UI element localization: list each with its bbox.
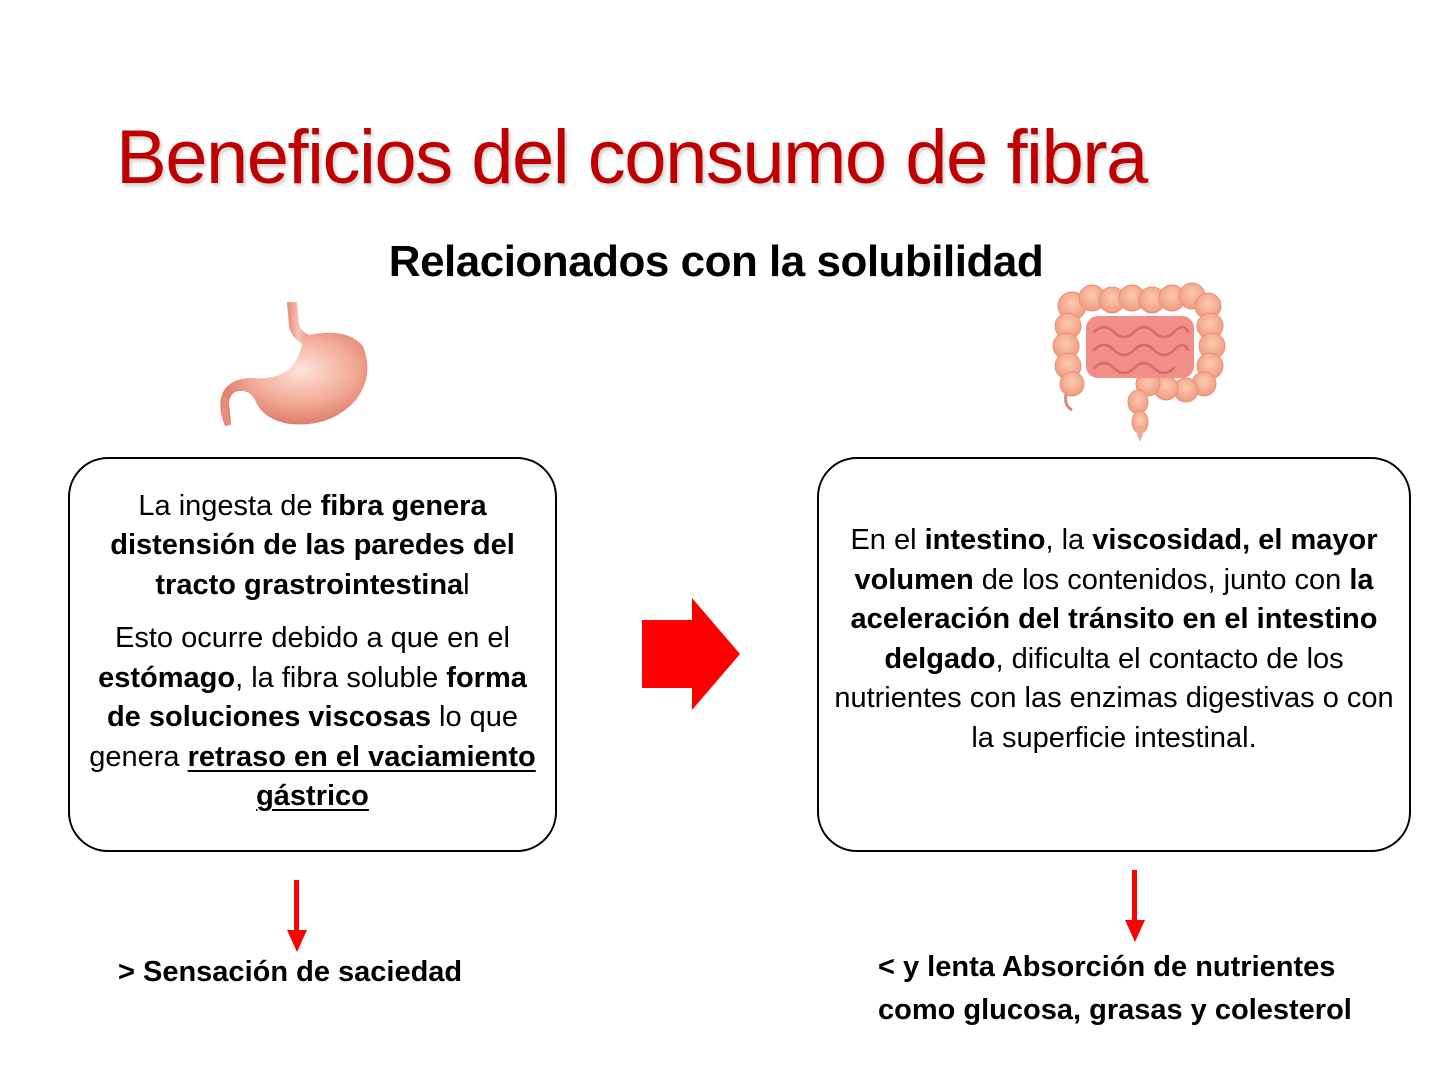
intestine-icon	[1050, 276, 1230, 446]
stomach-explanation-box: La ingesta de fibra genera distensión de…	[68, 457, 557, 852]
slide-title: Beneficios del consumo de fibra	[116, 115, 1148, 200]
slide-subtitle: Relacionados con la solubilidad	[388, 237, 1044, 286]
stomach-icon	[215, 296, 375, 436]
satiety-result: > Sensación de saciedad	[118, 956, 463, 988]
intestine-paragraph: En el intestino, la viscosidad, el mayor…	[834, 524, 1394, 754]
fiber-distension-paragraph: La ingesta de fibra genera distensión de…	[110, 489, 515, 601]
right-arrow-icon	[642, 598, 740, 710]
down-arrow-icon	[286, 880, 308, 952]
absorption-result: < y lenta Absorción de nutrientes como g…	[878, 951, 1352, 1026]
intestine-explanation-box: En el intestino, la viscosidad, el mayor…	[817, 457, 1411, 852]
gastric-emptying-paragraph: Esto ocurre debido a que en el estómago,…	[89, 622, 536, 812]
down-arrow-icon	[1124, 870, 1146, 942]
